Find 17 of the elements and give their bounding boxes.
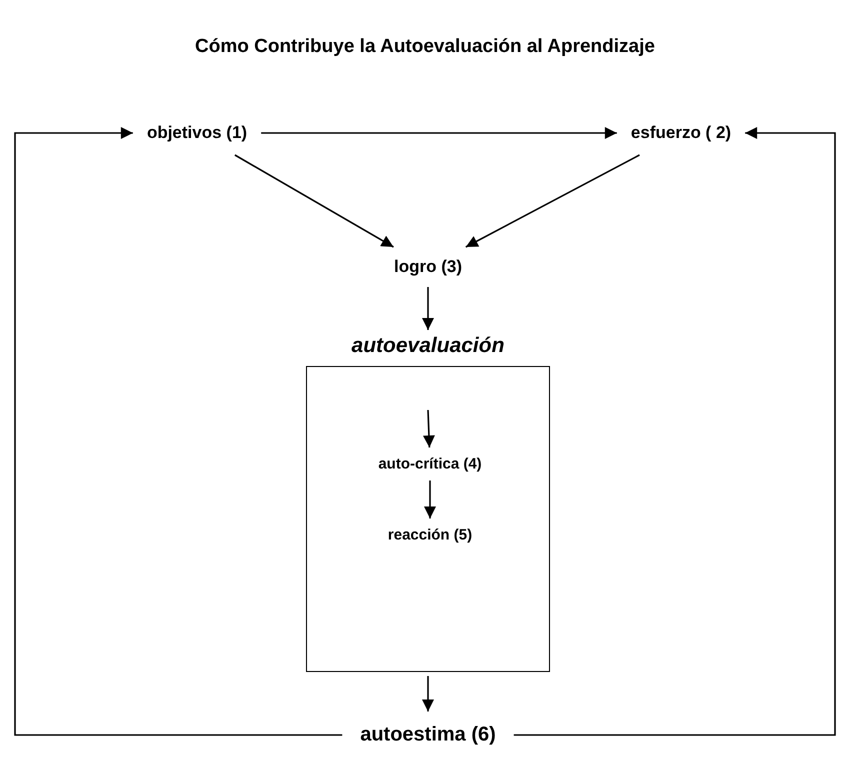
arrow (514, 127, 836, 736)
arrow (465, 154, 640, 248)
diagram-title: Cómo Contribuye la Autoevaluación al Aprendizaje (194, 36, 656, 58)
arrow (234, 154, 394, 248)
node-label: esfuerzo ( 2) (626, 121, 736, 145)
arrow (261, 127, 617, 139)
arrow (424, 480, 436, 518)
node-label: logro (3) (390, 255, 466, 279)
node-label: objetivos (1) (142, 121, 252, 145)
arrow (422, 410, 435, 448)
arrow (14, 127, 342, 736)
node-label: reacción (5) (384, 524, 476, 546)
arrow (422, 287, 434, 330)
node-label: autoestima (6) (356, 722, 500, 748)
arrow (422, 676, 434, 712)
node-label: auto-crítica (4) (374, 454, 486, 474)
group-heading: autoevaluación (352, 334, 504, 358)
